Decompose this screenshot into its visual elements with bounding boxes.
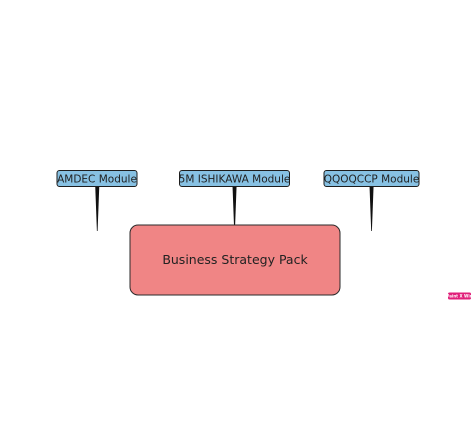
module-5m-ishikawa-label: 5M ISHIKAWA Module (179, 173, 291, 185)
connectors (95, 180, 374, 231)
module-qqoqccp: QQOQCCP Module (323, 170, 420, 187)
module-amdec-box (56, 170, 138, 187)
module-qqoqccp-box (323, 170, 420, 187)
connector-amdec (95, 180, 100, 231)
main-box-shape (129, 224, 341, 296)
module-amdec: AMDEC Module (56, 170, 138, 187)
module-amdec-label: AMDEC Module (57, 173, 137, 185)
module-qqoqccp-label: QQOQCCP Module (324, 173, 420, 185)
connector-qqoqccp (369, 180, 374, 231)
paint-badge[interactable]: Paint X Win (446, 292, 473, 300)
main-box: Business Strategy Pack (129, 224, 341, 296)
main-box-label: Business Strategy Pack (162, 252, 308, 267)
paint-badge-label: Paint X Win (446, 294, 472, 299)
connector-5m-ishikawa (232, 180, 237, 231)
module-5m-ishikawa-box (179, 170, 290, 187)
module-5m-ishikawa: 5M ISHIKAWA Module (179, 170, 291, 187)
paint-badge-shape[interactable] (448, 292, 471, 300)
